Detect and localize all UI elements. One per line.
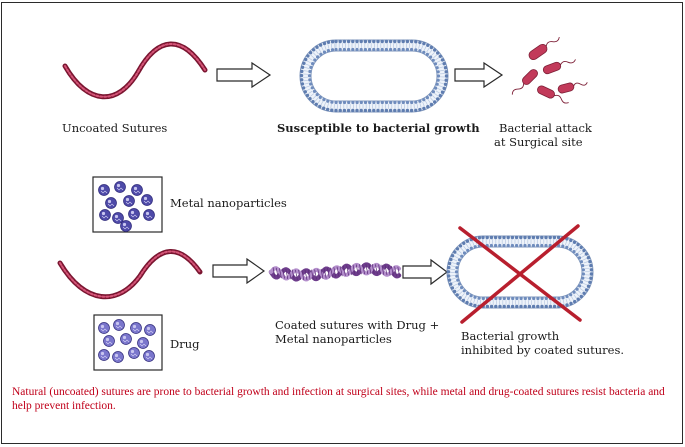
drug-box <box>93 314 163 371</box>
metal-nanoparticles-box <box>92 176 163 233</box>
arrow-right-icon <box>454 61 504 89</box>
bacterial-attack-label-line2: at Surgical site <box>494 135 583 149</box>
uncoated-sutures-label: Uncoated Sutures <box>62 121 168 135</box>
bacterial-attack-label-line1: Bacterial attack <box>499 121 592 135</box>
metal-nanoparticles-label: Metal nanoparticles <box>170 196 287 210</box>
figure-caption: Natural (uncoated) sutures are prone to … <box>12 386 665 412</box>
susceptible-label: Susceptible to bacterial growth <box>277 121 480 135</box>
coated-sutures-label-line1: Coated sutures with Drug + <box>275 318 440 332</box>
uncoated-suture-icon <box>62 41 208 100</box>
inhibited-label-line1: Bacterial growth <box>461 329 560 343</box>
drug-label: Drug <box>170 337 200 351</box>
bacterial-membrane-icon <box>299 39 449 113</box>
arrow-right-icon <box>212 257 266 285</box>
suture-icon <box>57 249 203 300</box>
inhibited-label-line2: inhibited by coated sutures. <box>461 343 625 357</box>
coated-sutures-label-line2: Metal nanoparticles <box>275 332 392 346</box>
inhibited-membrane-icon <box>446 235 594 309</box>
coated-suture-icon <box>268 262 402 282</box>
cross-mark-icon <box>458 224 582 324</box>
arrow-right-icon <box>402 258 448 286</box>
arrow-right-icon <box>216 61 272 89</box>
bacteria-cluster-icon <box>511 36 588 104</box>
